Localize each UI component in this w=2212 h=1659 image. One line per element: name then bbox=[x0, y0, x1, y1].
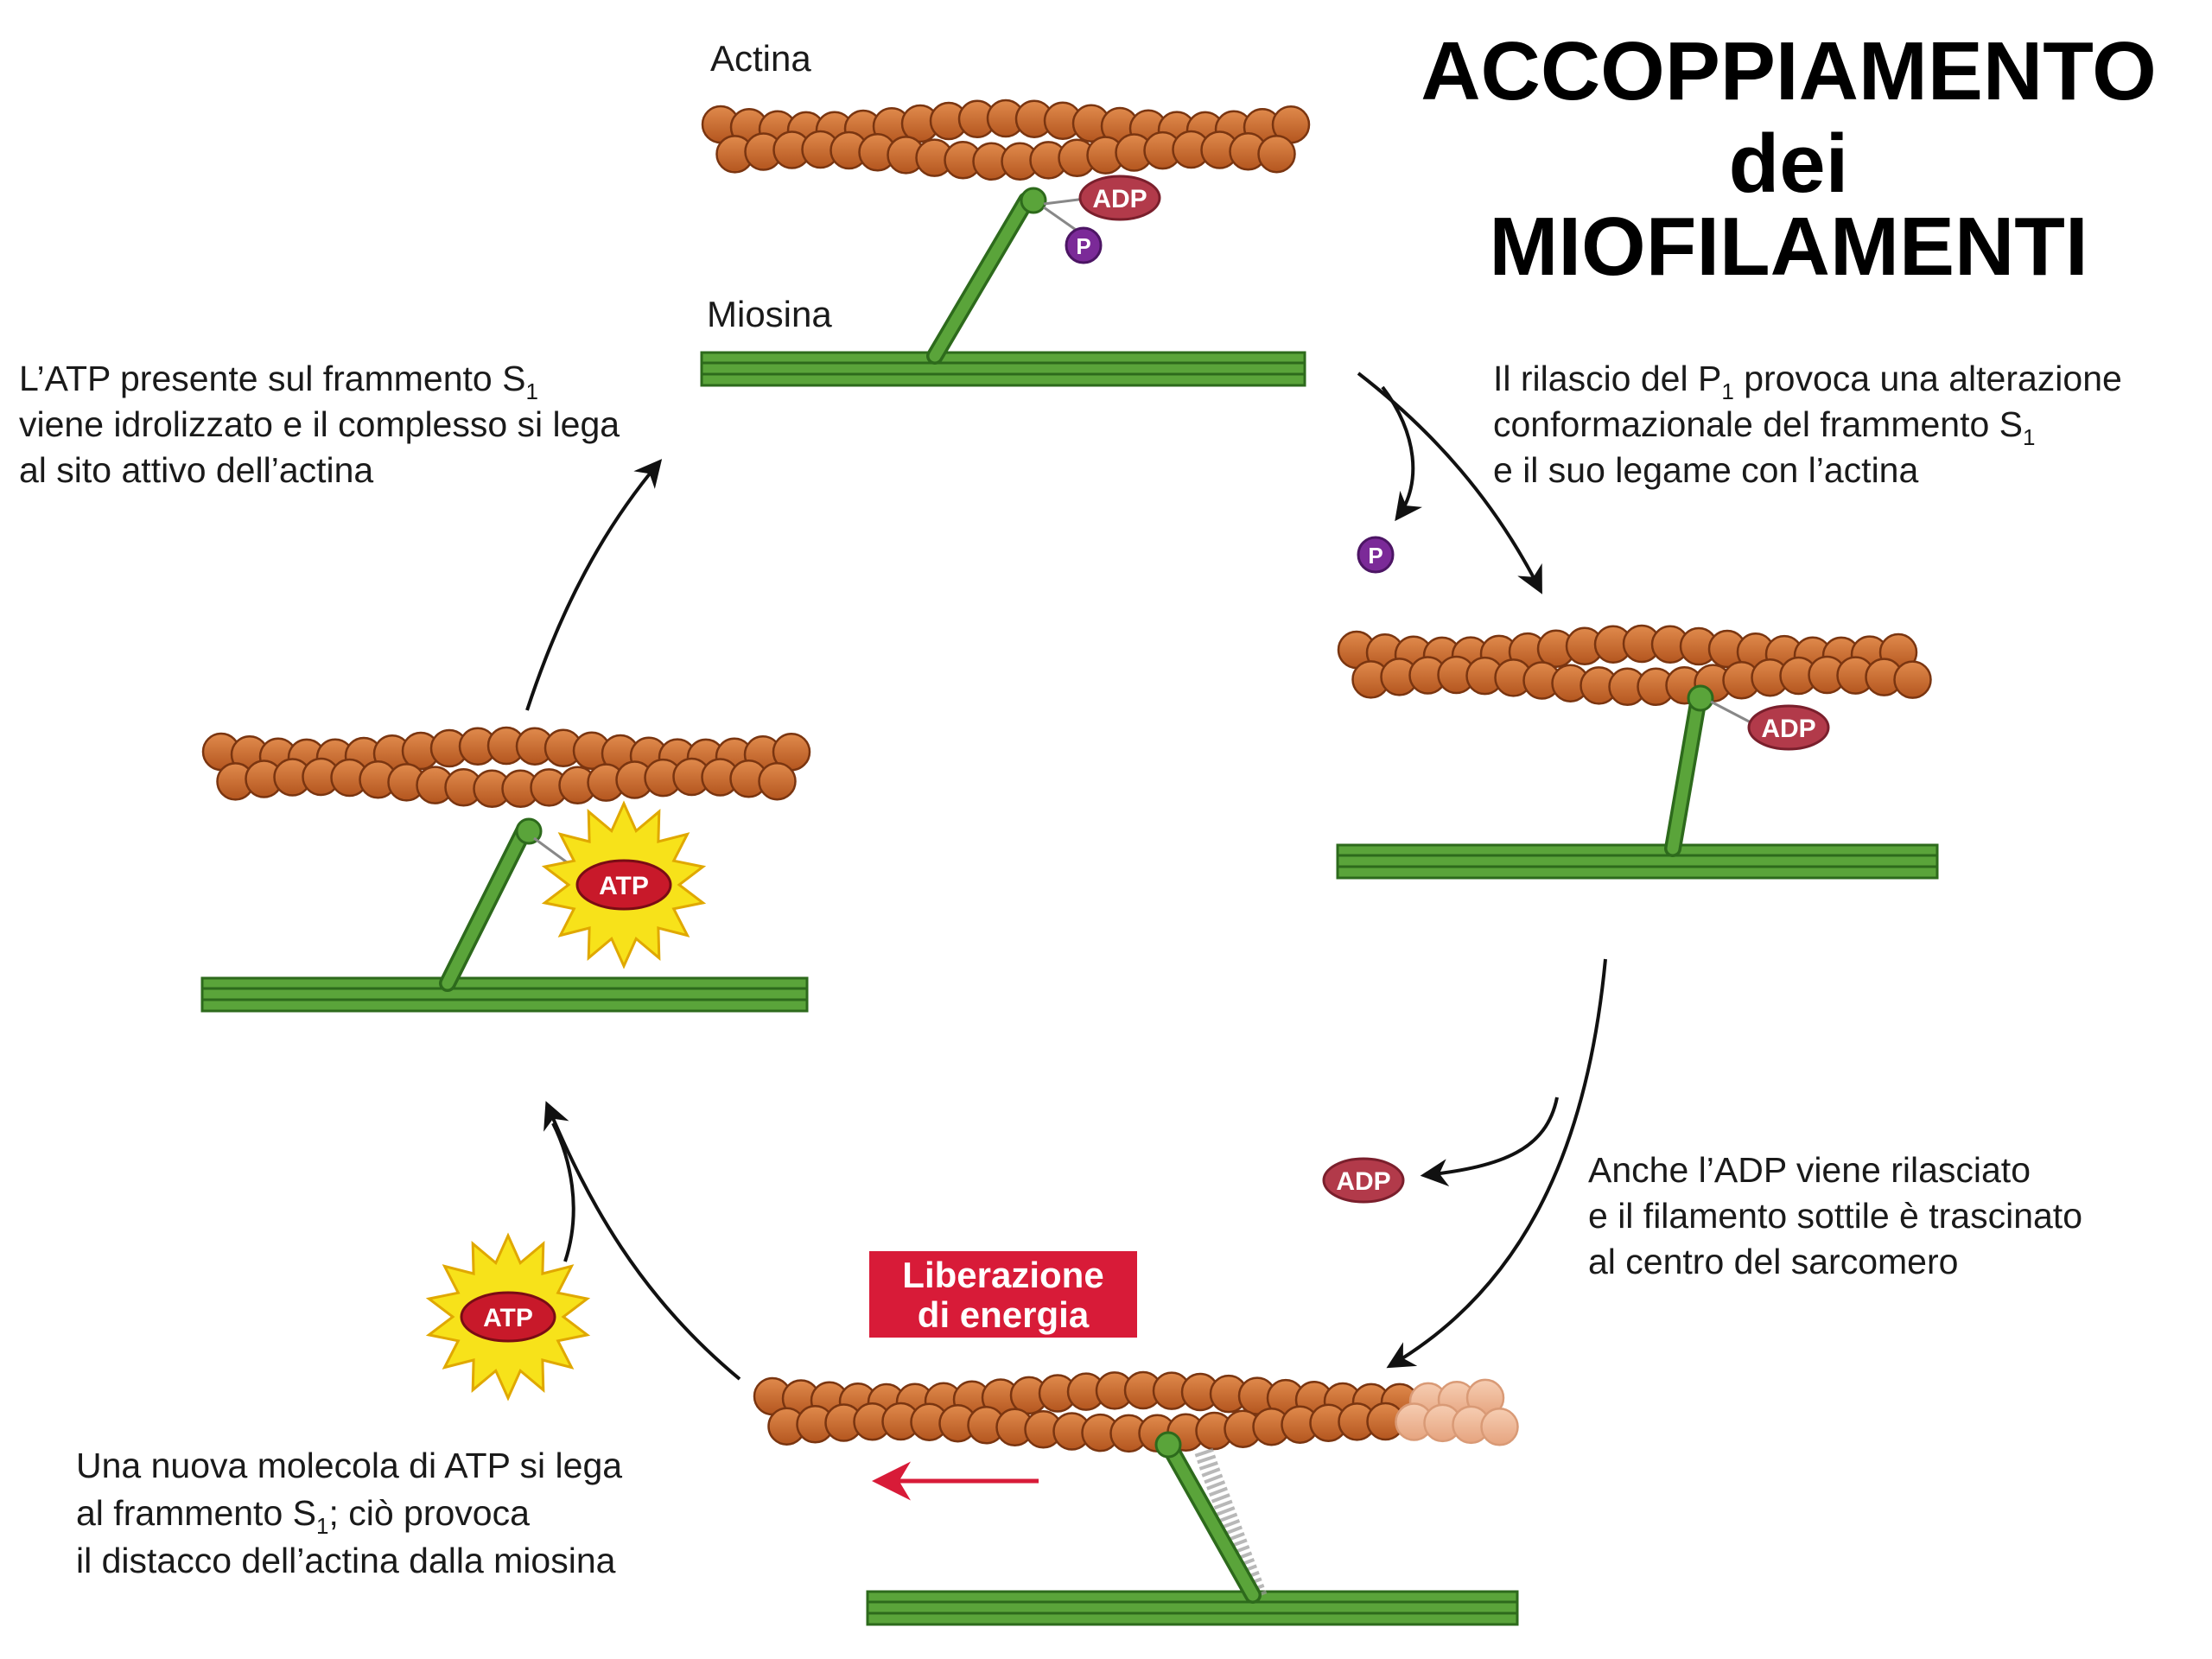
caption-step-2-line-3: e il suo legame con l’actina bbox=[1493, 450, 1918, 490]
arrow-release-phosphate bbox=[1381, 385, 1423, 522]
actin-filament-left bbox=[201, 726, 811, 809]
myosin-filament-left bbox=[200, 976, 809, 1013]
atp-starburst-bottom-left: ATP bbox=[425, 1232, 591, 1402]
myosin-filament-top bbox=[700, 351, 1306, 387]
arrow-top-to-right bbox=[1357, 372, 1542, 594]
actin-label: Actina bbox=[710, 38, 811, 79]
title-line-2: dei bbox=[1729, 118, 1849, 210]
caption-step-2-line-1: Il rilascio del P1 provoca una alterazio… bbox=[1493, 359, 2122, 404]
actin-filament-bottom bbox=[753, 1370, 1519, 1453]
adp-molecule-right: ADP bbox=[1747, 704, 1830, 751]
adp-molecule-released: ADP bbox=[1322, 1157, 1405, 1204]
atp-left-label: ATP bbox=[599, 872, 649, 900]
arrow-release-adp bbox=[1420, 1096, 1559, 1187]
caption-step-3-line-1: Anche l’ADP viene rilasciato bbox=[1588, 1150, 2031, 1190]
caption-step-3: Anche l’ADP viene rilasciato e il filame… bbox=[1588, 1150, 2082, 1281]
phosphate-top: P bbox=[1065, 226, 1103, 264]
arrow-right-to-bottom bbox=[1386, 958, 1607, 1369]
phosphate-label: P bbox=[1076, 233, 1090, 259]
title-line-3: MIOFILAMENTI bbox=[1489, 200, 2088, 293]
actin-bead bbox=[758, 761, 797, 801]
caption-step-1: L’ATP presente sul frammento S1 viene id… bbox=[19, 359, 620, 490]
myosin-head-right bbox=[1664, 684, 1751, 857]
actin-bead bbox=[1893, 660, 1932, 699]
adp-released-label: ADP bbox=[1336, 1167, 1390, 1196]
caption-step-4: Una nuova molecola di ATP si lega al fra… bbox=[76, 1446, 622, 1580]
caption-step-1-line-2: viene idrolizzato e il complesso si lega bbox=[19, 404, 620, 444]
title-line-1: ACCOPPIAMENTO bbox=[1421, 25, 2157, 118]
caption-step-4-line-2: al frammento S1; ciò provoca bbox=[76, 1493, 530, 1539]
myosin-filament-bottom bbox=[866, 1590, 1519, 1626]
caption-step-3-line-2: e il filamento sottile è trascinato bbox=[1588, 1196, 2082, 1236]
myosin-head-bottom bbox=[1154, 1431, 1268, 1604]
adp-molecule-top: ADP bbox=[1078, 175, 1161, 221]
myosin-label: Miosina bbox=[707, 294, 832, 334]
actin-filament-right bbox=[1337, 624, 1932, 707]
arrow-left-to-top bbox=[525, 459, 663, 711]
energy-box-line-2: di energia bbox=[918, 1294, 1090, 1335]
phosphate-released-label: P bbox=[1368, 543, 1382, 569]
cycle-arrows bbox=[525, 372, 1607, 1381]
arrow-atp-binding bbox=[551, 1122, 575, 1262]
adp-right-label: ADP bbox=[1761, 715, 1815, 743]
energy-release-box: Liberazione di energia bbox=[869, 1251, 1137, 1338]
phosphate-released: P bbox=[1357, 536, 1395, 574]
myosin-filament-right bbox=[1336, 843, 1939, 880]
actin-bead bbox=[1480, 1408, 1519, 1446]
actin-bead bbox=[1257, 134, 1296, 174]
adp-label: ADP bbox=[1092, 185, 1147, 213]
caption-step-1-line-1: L’ATP presente sul frammento S1 bbox=[19, 359, 538, 404]
atp-bottom-left-label: ATP bbox=[483, 1304, 533, 1332]
caption-step-1-line-3: al sito attivo dell’actina bbox=[19, 450, 373, 490]
atp-starburst-left: ATP bbox=[541, 800, 707, 969]
myosin-head-top bbox=[926, 187, 1086, 365]
caption-step-3-line-3: al centro del sarcomero bbox=[1588, 1242, 1958, 1281]
caption-step-4-line-3: il distacco dell’actina dalla miosina bbox=[76, 1541, 616, 1580]
arrow-bottom-to-left bbox=[543, 1101, 741, 1381]
actin-filament-top bbox=[701, 99, 1311, 181]
caption-step-2: Il rilascio del P1 provoca una alterazio… bbox=[1493, 359, 2122, 490]
energy-box-line-1: Liberazione bbox=[902, 1255, 1103, 1295]
caption-step-2-line-2: conformazionale del frammento S1 bbox=[1493, 404, 2036, 450]
caption-step-4-line-1: Una nuova molecola di ATP si lega bbox=[76, 1446, 622, 1485]
title: ACCOPPIAMENTO dei MIOFILAMENTI bbox=[1421, 25, 2157, 293]
